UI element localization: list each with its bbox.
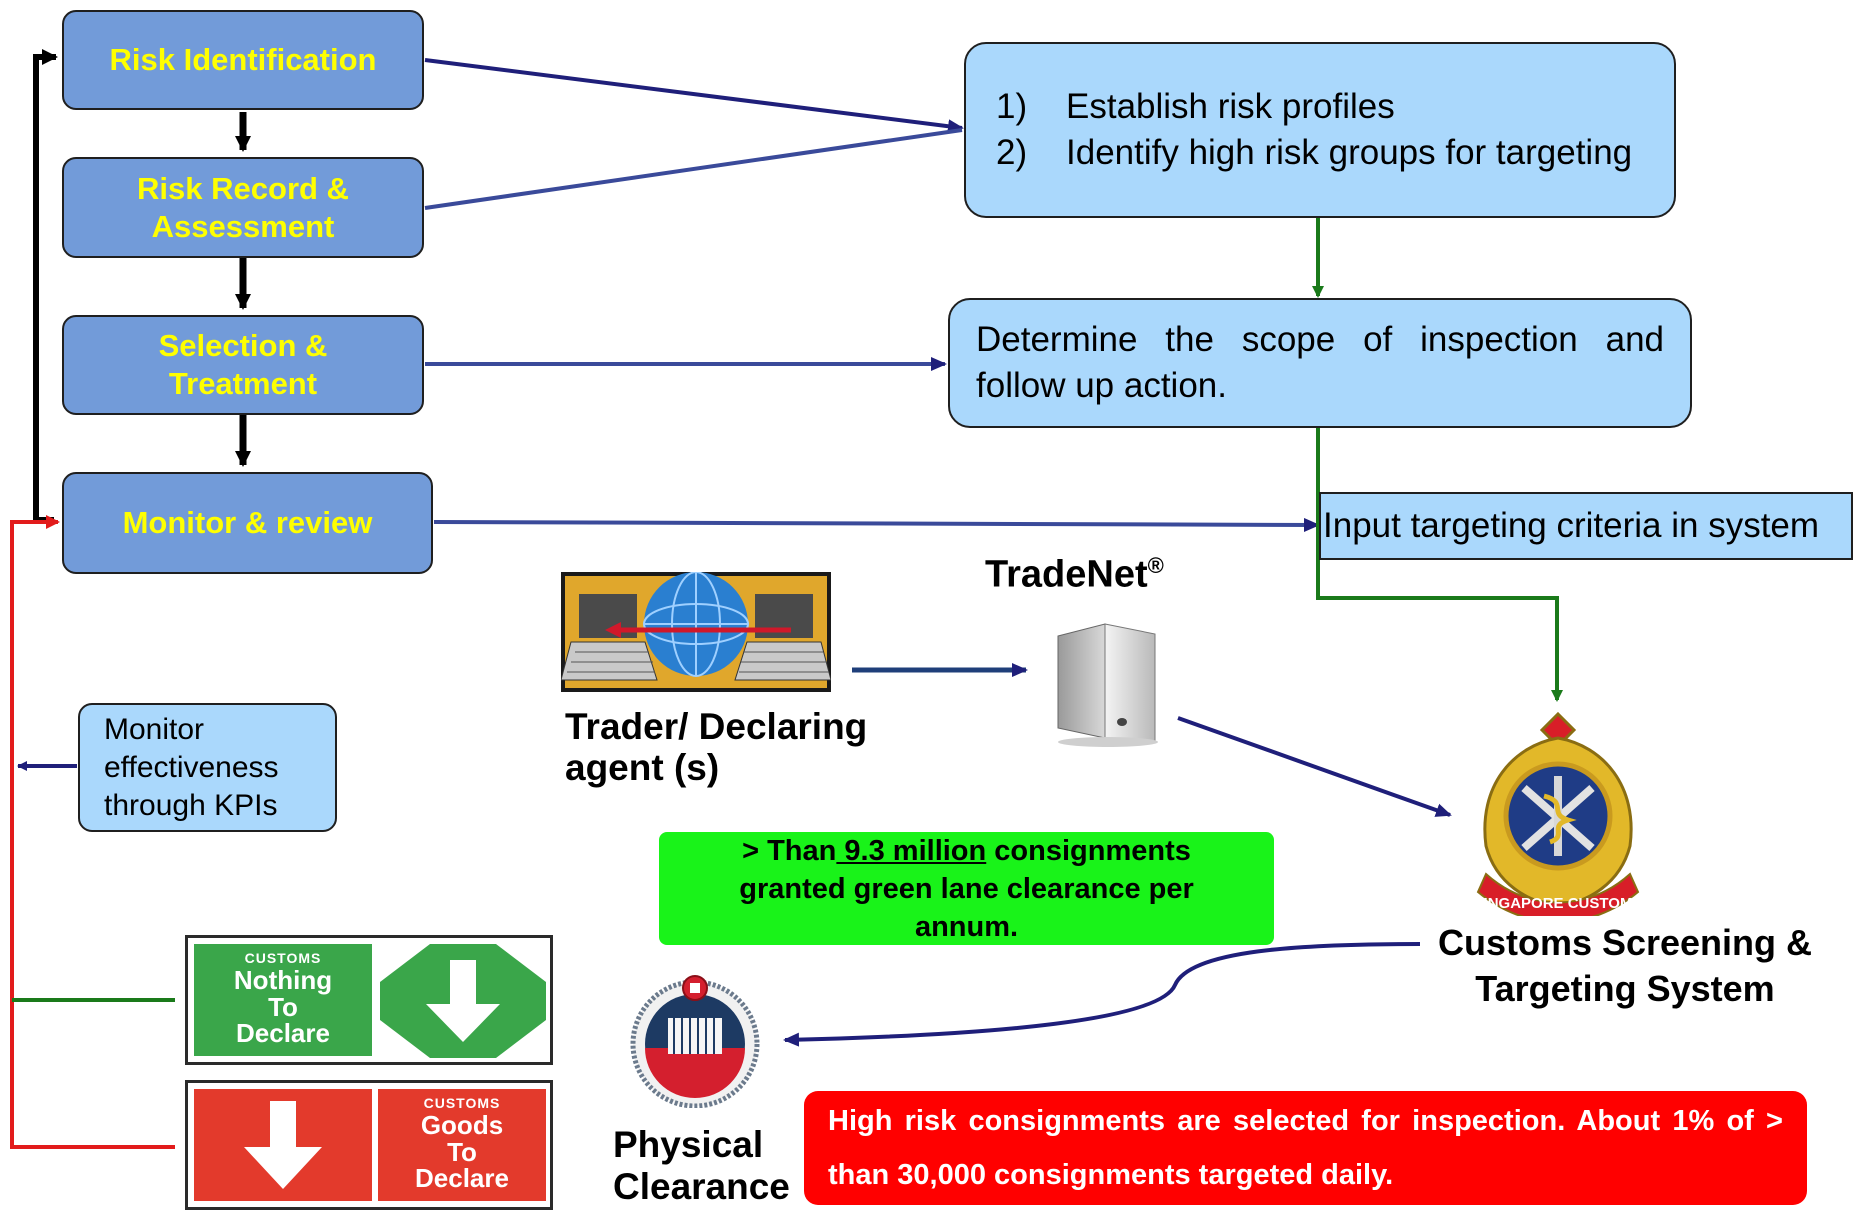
profiles-box: 1) Establish risk profiles 2) Identify h… bbox=[964, 42, 1676, 218]
green-lane-suffix: consignments granted green lane clearanc… bbox=[739, 834, 1194, 943]
sign-red-panel: CUSTOMS Goods To Declare bbox=[378, 1089, 546, 1201]
tradenet-title: TradeNet® bbox=[985, 553, 1164, 597]
step-risk-record[interactable]: Risk Record & Assessment bbox=[62, 157, 424, 258]
red-down-arrow-icon bbox=[194, 1089, 372, 1201]
physical-clearance-emblem bbox=[630, 975, 760, 1108]
scope-box-text: Determine the scope of inspection and fo… bbox=[976, 320, 1664, 405]
sign-red-line2: To bbox=[447, 1137, 477, 1167]
trader-exchange-icon bbox=[561, 572, 831, 692]
green-lane-prefix: > Than bbox=[742, 834, 837, 867]
arrow-customs-to-physical bbox=[783, 942, 1421, 1047]
tradenet-registered-mark: ® bbox=[1147, 553, 1164, 578]
step-risk-identification-label: Risk Identification bbox=[109, 42, 377, 77]
singapore-customs-emblem: SINGAPORE CUSTOMS bbox=[1474, 711, 1643, 916]
sign-green-panel: CUSTOMS Nothing To Declare bbox=[194, 944, 372, 1056]
kpi-box: Monitor effectiveness through KPIs bbox=[78, 703, 337, 832]
step-selection-label: Selection & Treatment bbox=[158, 328, 328, 401]
profiles-item-2: 2) Identify high risk groups for targeti… bbox=[996, 133, 1633, 172]
physical-clearance-label: Physical Clearance bbox=[613, 1124, 790, 1207]
input-criteria-box: Input targeting criteria in system bbox=[1319, 492, 1853, 560]
tradenet-name: TradeNet bbox=[985, 553, 1148, 596]
step-monitor-label: Monitor & review bbox=[122, 505, 373, 540]
sign-green-line1: Nothing bbox=[233, 965, 333, 995]
sign-green-top: CUSTOMS bbox=[244, 950, 322, 966]
green-lane-text: > Than 9.3 million consignments granted … bbox=[717, 832, 1216, 946]
high-risk-text: High risk consignments are selected for … bbox=[828, 1105, 1783, 1191]
server-icon bbox=[1057, 623, 1158, 747]
trader-label: Trader/ Declaring agent (s) bbox=[565, 706, 868, 788]
customs-emblem-banner: SINGAPORE CUSTOMS bbox=[1474, 895, 1643, 912]
step-risk-identification[interactable]: Risk Identification bbox=[62, 10, 424, 110]
scope-box: Determine the scope of inspection and fo… bbox=[948, 298, 1692, 428]
feedback-loop-line bbox=[33, 49, 58, 523]
arrow-record-to-profiles bbox=[424, 128, 963, 210]
sign-goods-to-declare: CUSTOMS Goods To Declare bbox=[185, 1080, 553, 1210]
arrow-identification-to-profiles bbox=[424, 58, 964, 134]
arrow-scope-to-customs bbox=[1316, 428, 1563, 702]
arrow-monitor-to-input bbox=[433, 517, 1320, 532]
arrow-tradenet-to-customs bbox=[1177, 716, 1452, 817]
kpi-box-text: Monitor effectiveness through KPIs bbox=[104, 712, 279, 822]
sign-green-line3: Declare bbox=[236, 1018, 330, 1048]
red-feedback-line bbox=[10, 515, 175, 1149]
step-selection[interactable]: Selection & Treatment bbox=[62, 315, 424, 415]
green-down-arrow-icon bbox=[380, 944, 546, 1058]
sign-red-top: CUSTOMS bbox=[423, 1095, 501, 1111]
sign-red-line1: Goods bbox=[420, 1110, 504, 1140]
step-risk-record-label: Risk Record & Assessment bbox=[137, 170, 349, 244]
green-lane-box: > Than 9.3 million consignments granted … bbox=[659, 832, 1274, 945]
input-criteria-text: Input targeting criteria in system bbox=[1323, 506, 1820, 545]
sign-red-line3: Declare bbox=[415, 1163, 509, 1193]
customs-system-label: Customs Screening & Targeting System bbox=[1437, 922, 1813, 1009]
profiles-list: 1) Establish risk profiles 2) Identify h… bbox=[996, 84, 1646, 176]
sign-green-line2: To bbox=[268, 992, 298, 1022]
profiles-item-1: 1) Establish risk profiles bbox=[996, 87, 1395, 126]
green-lane-highlight: 9.3 million bbox=[836, 834, 987, 867]
step-monitor[interactable]: Monitor & review bbox=[62, 472, 433, 574]
high-risk-box: High risk consignments are selected for … bbox=[804, 1091, 1807, 1205]
sign-nothing-to-declare: CUSTOMS Nothing To Declare bbox=[185, 935, 553, 1065]
